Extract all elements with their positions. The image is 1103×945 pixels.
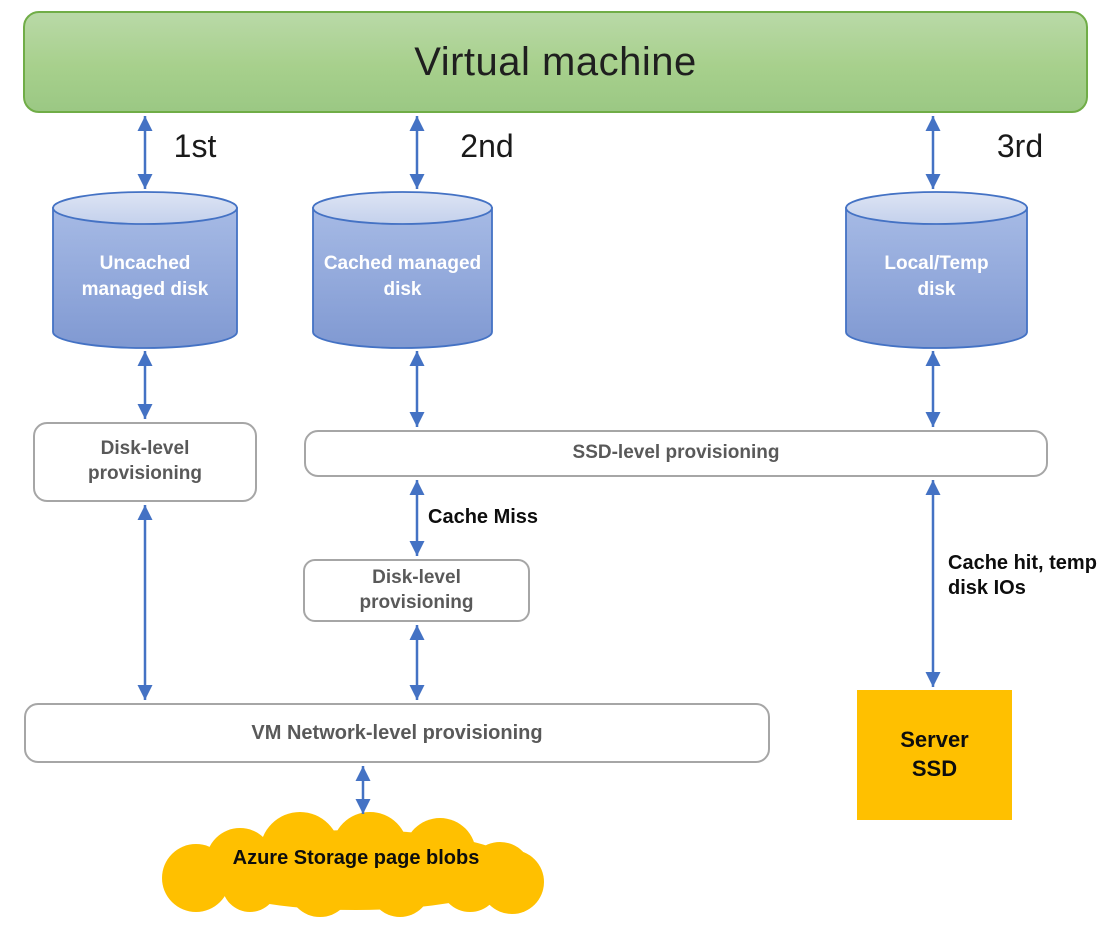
local-temp-disk-label: Local/Temp disk (884, 253, 989, 300)
vm-network-level-provisioning-box: VM Network-level provisioning (24, 703, 770, 763)
cache-hit-annotation: Cache hit, temp disk IOs (948, 552, 1097, 599)
cache-miss-annotation: Cache Miss (428, 506, 539, 528)
path-label-1st: 1st (173, 128, 217, 164)
local-temp-disk-cylinder (845, 191, 1028, 349)
server-ssd-label: Server SSD (900, 727, 969, 781)
cached-managed-disk-cylinder (312, 191, 493, 349)
uncached-managed-disk-label: Uncached managed disk (81, 253, 209, 300)
disk-level-provisioning-mid-box: Disk-level provisioning (303, 559, 530, 622)
azure-storage-cloud-label: Azure Storage page blobs (232, 847, 480, 869)
uncached-managed-disk-cylinder (52, 191, 238, 349)
disk-level-provisioning-left-label: Disk-level provisioning (88, 438, 202, 484)
azure-storage-cloud (162, 812, 544, 917)
virtual-machine-box: Virtual machine (23, 11, 1088, 113)
disk-level-provisioning-mid-label: Disk-level provisioning (359, 566, 474, 613)
cached-managed-disk-label: Cached managed disk (323, 253, 482, 300)
path-label-2nd: 2nd (460, 128, 514, 164)
arrow-layer (137, 116, 941, 814)
path-label-3rd: 3rd (996, 128, 1044, 164)
disk-level-provisioning-left-box: Disk-level provisioning (33, 422, 257, 502)
ssd-level-provisioning-label: SSD-level provisioning (572, 442, 780, 464)
ssd-level-provisioning-box: SSD-level provisioning (304, 430, 1048, 477)
virtual-machine-label: Virtual machine (414, 39, 697, 84)
vm-network-level-provisioning-label: VM Network-level provisioning (251, 722, 543, 744)
server-ssd-box: Server SSD (857, 690, 1012, 820)
